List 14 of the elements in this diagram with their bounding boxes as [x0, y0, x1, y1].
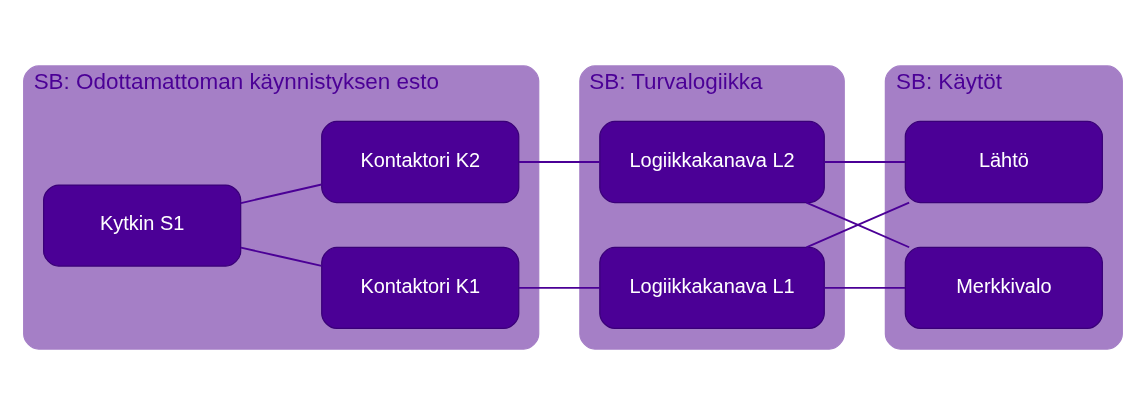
connector — [823, 286, 907, 289]
node-box: Kytkin S1 — [43, 183, 242, 267]
connector — [518, 160, 601, 163]
node-box: Merkkivalo — [904, 246, 1103, 329]
node-box: Logiikkakanava L1 — [599, 246, 825, 329]
connector — [240, 246, 323, 267]
connector — [823, 160, 907, 163]
node-box: Kontaktori K2 — [321, 120, 520, 203]
connector — [518, 286, 601, 289]
node-box: Logiikkakanava L2 — [599, 120, 825, 203]
node-box: Lähtö — [904, 120, 1103, 203]
node-box: Kontaktori K1 — [321, 246, 520, 329]
connector — [240, 183, 323, 204]
connector — [805, 201, 911, 248]
